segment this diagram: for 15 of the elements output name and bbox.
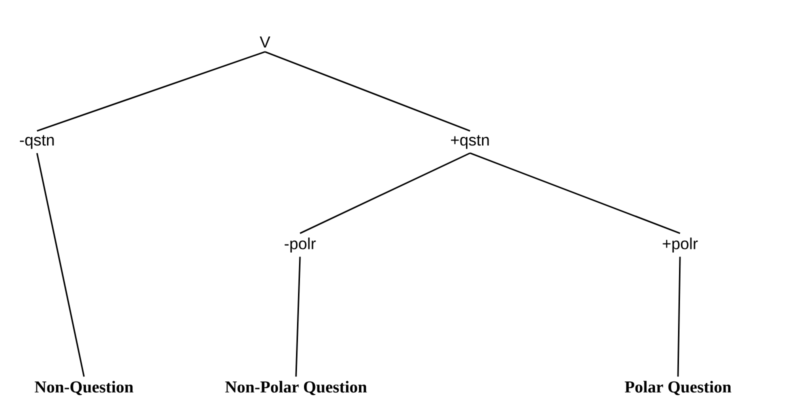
tree-branch <box>264 51 470 132</box>
tree-node-label: -polr <box>284 238 316 252</box>
leaf-label: Non-Polar Question <box>225 380 367 396</box>
tree-node-label: +qstn <box>451 135 489 149</box>
tree-branch <box>677 256 681 377</box>
tree-branch <box>36 51 266 132</box>
leaf-label: Polar Question <box>624 380 732 396</box>
tree-node-label: -qstn <box>20 135 54 149</box>
leaf-label: Non-Question <box>34 380 134 396</box>
tree-branch <box>295 256 301 377</box>
tree-branch <box>36 152 85 377</box>
tree-node-label: +polr <box>662 238 698 252</box>
tree-branch <box>300 152 470 234</box>
tree-node-label: V <box>260 36 270 48</box>
tree-branch <box>470 152 680 234</box>
